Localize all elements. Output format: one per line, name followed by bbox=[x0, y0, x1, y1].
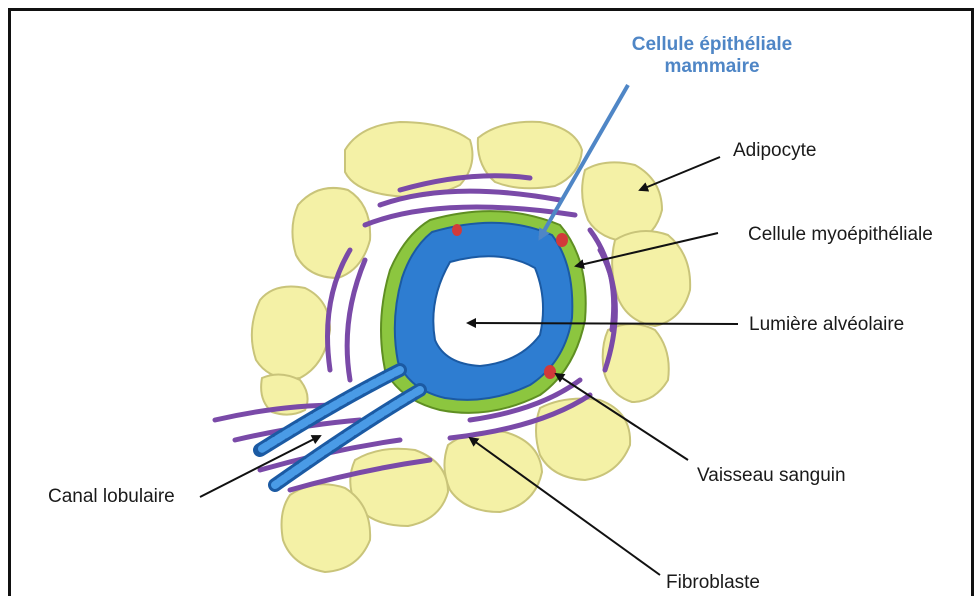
arrow-adipocyte bbox=[640, 157, 720, 190]
alveolar-lumen bbox=[433, 256, 543, 366]
label-lobular-duct: Canal lobulaire bbox=[48, 486, 175, 508]
label-epithelial-line1: Cellule épithéliale bbox=[612, 34, 812, 56]
blood-vessel bbox=[556, 233, 568, 247]
label-adipocyte: Adipocyte bbox=[733, 140, 816, 162]
blood-vessel bbox=[452, 224, 462, 236]
adipocyte-cell bbox=[252, 287, 330, 379]
blood-vessel bbox=[544, 365, 556, 379]
adipocyte-cell bbox=[444, 431, 542, 512]
adipocyte-cell bbox=[582, 162, 662, 242]
label-fibroblast: Fibroblaste bbox=[666, 572, 760, 594]
adipocyte-cell bbox=[282, 484, 371, 572]
label-alveolar-lumen: Lumière alvéolaire bbox=[749, 314, 904, 336]
label-blood-vessel: Vaisseau sanguin bbox=[697, 465, 846, 487]
arrow-lumen bbox=[468, 323, 738, 324]
fibroblast bbox=[347, 260, 365, 380]
label-epithelial-line2: mammaire bbox=[612, 56, 812, 78]
adipocyte-cell bbox=[292, 188, 370, 278]
adipocyte-cell bbox=[612, 231, 690, 326]
adipocyte-cell bbox=[536, 399, 630, 480]
label-epithelial-cell: Cellule épithéliale mammaire bbox=[612, 34, 812, 78]
label-myoepithelial-cell: Cellule myoépithéliale bbox=[748, 224, 933, 246]
